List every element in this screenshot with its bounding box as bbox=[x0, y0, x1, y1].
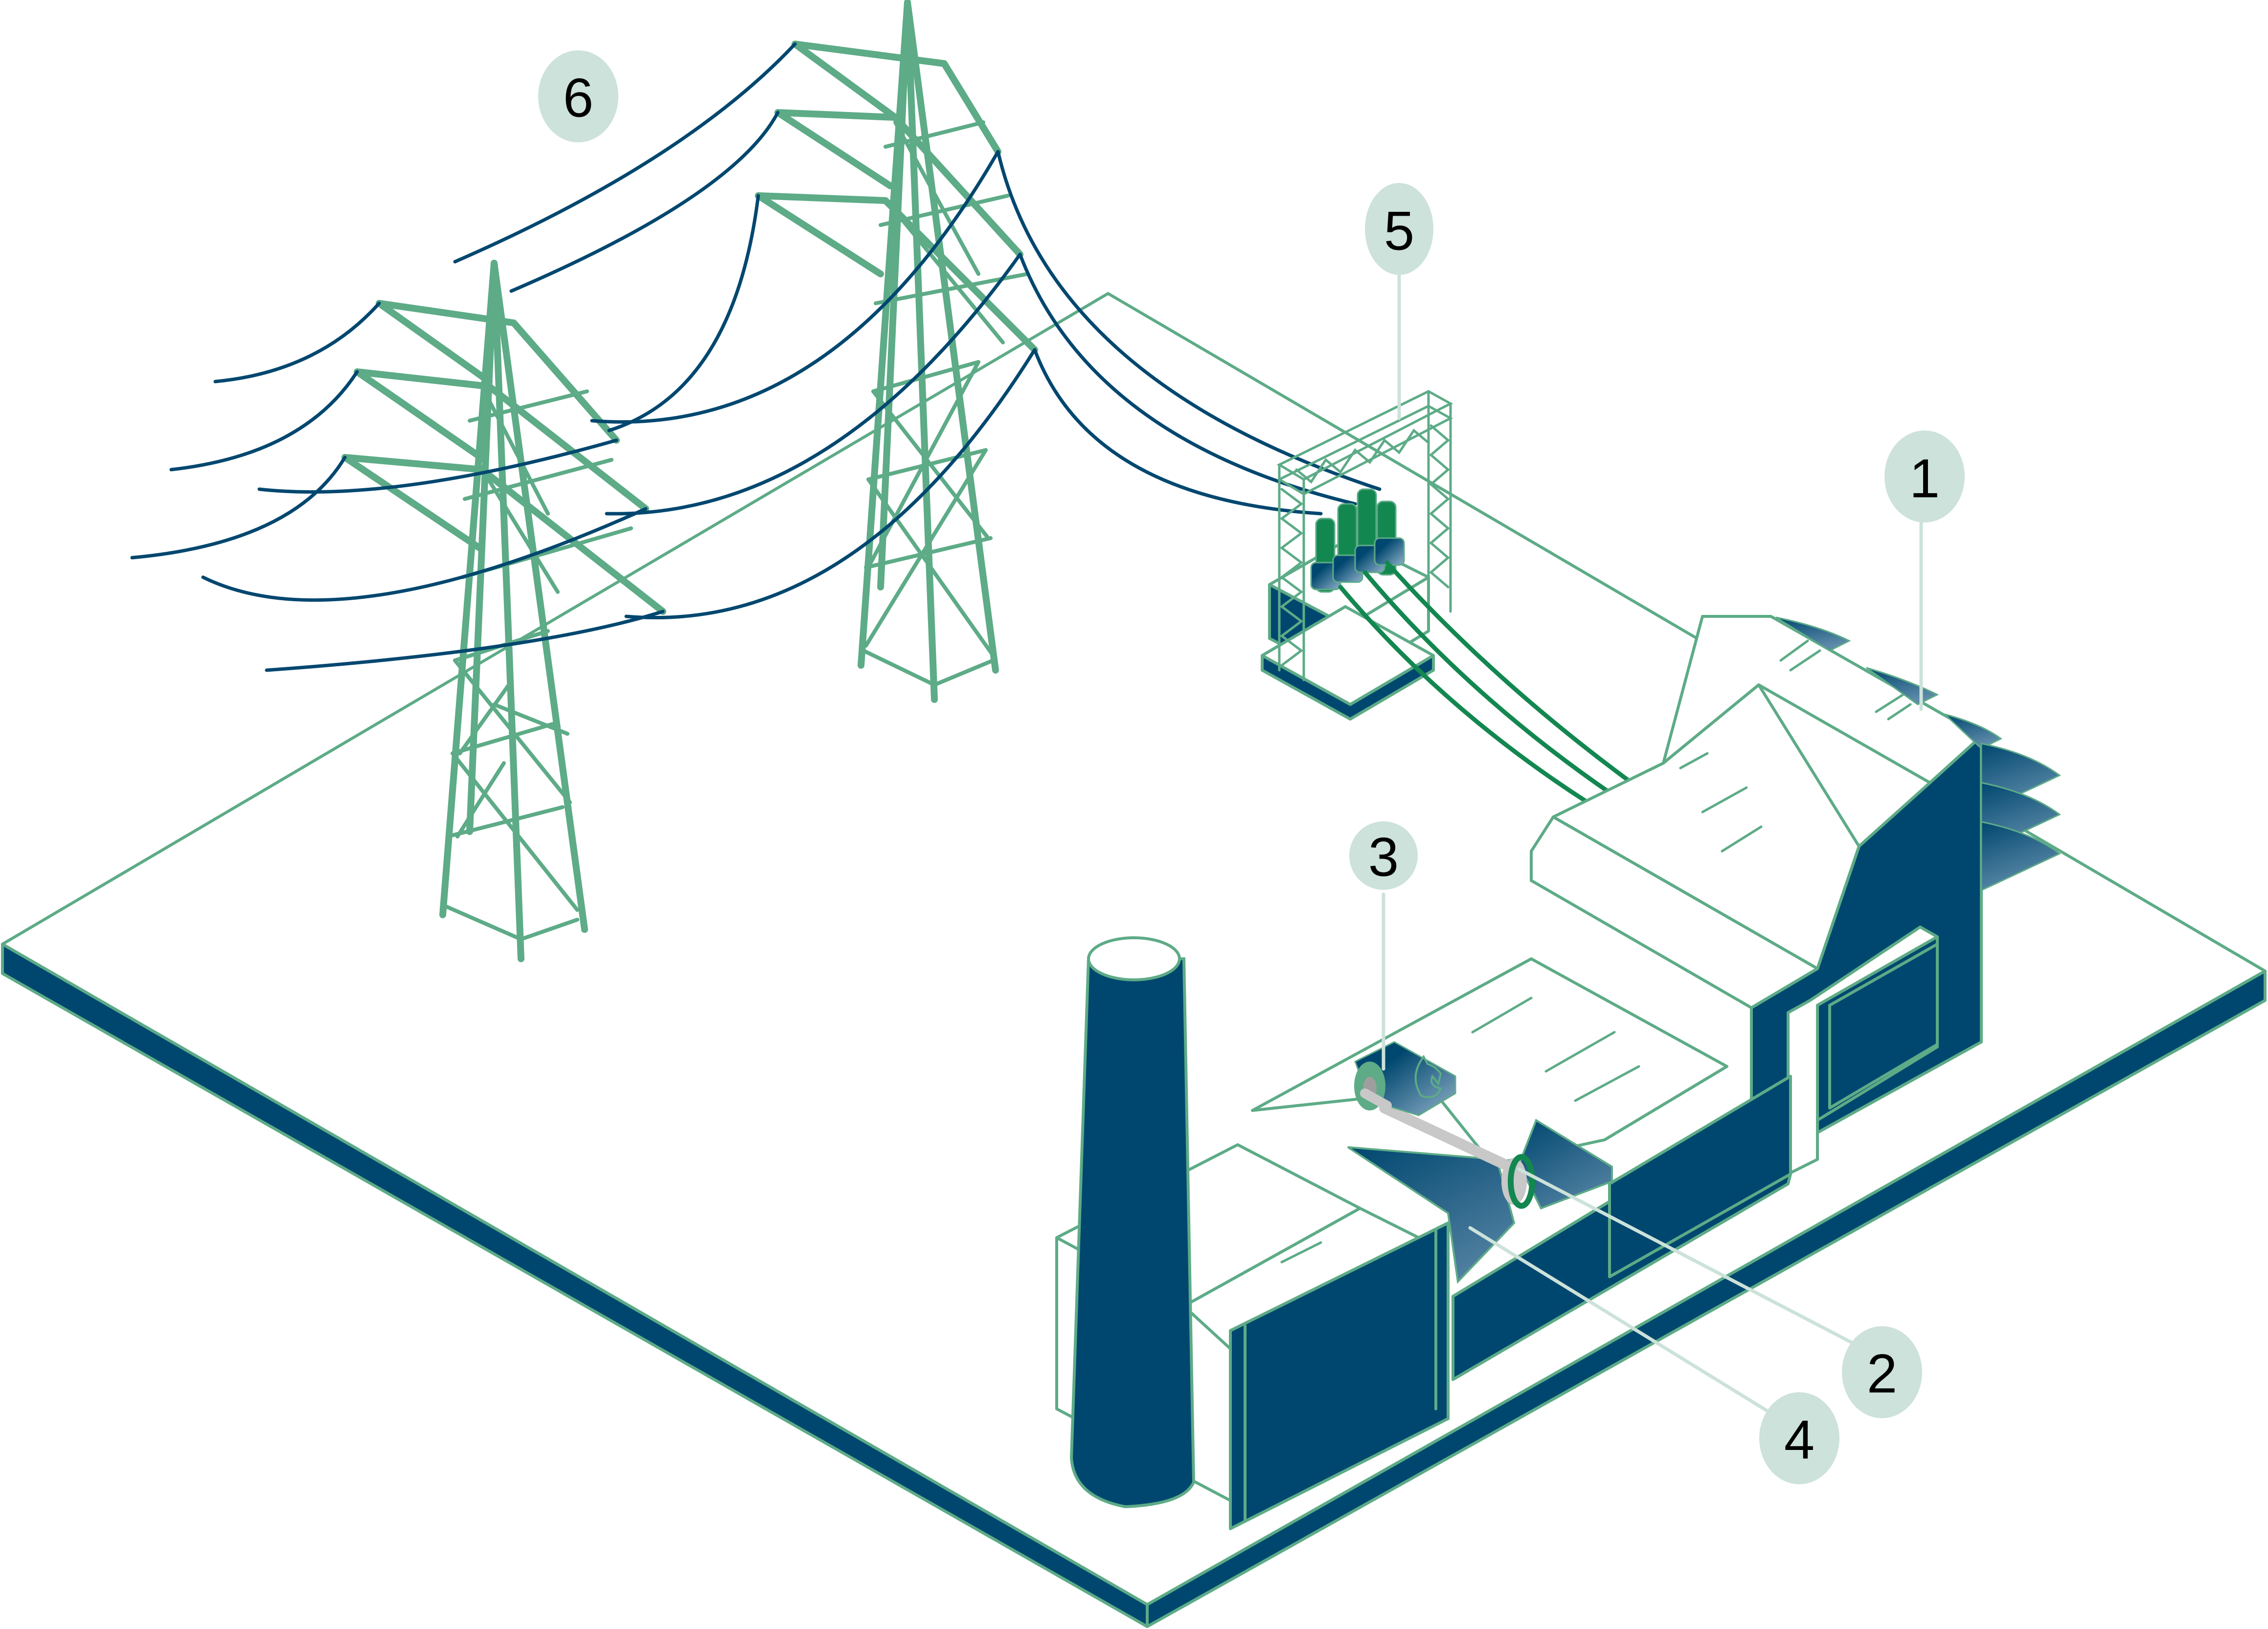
bushing-group bbox=[1310, 488, 1405, 593]
callout-1[interactable]: 1 bbox=[1884, 430, 1965, 522]
substation-gantry bbox=[1276, 390, 1453, 681]
callout-leaders bbox=[1382, 267, 1923, 1418]
callout-5[interactable]: 5 bbox=[1365, 183, 1433, 275]
callout-4[interactable]: 4 bbox=[1759, 1392, 1839, 1484]
callout-1-label: 1 bbox=[1909, 448, 1940, 509]
power-lines bbox=[130, 42, 1382, 672]
smokestack bbox=[1069, 936, 1196, 1509]
callout-3-label: 3 bbox=[1368, 827, 1399, 888]
callout-4-label: 4 bbox=[1784, 1409, 1814, 1471]
callout-6[interactable]: 6 bbox=[538, 50, 618, 142]
flame-icon bbox=[1414, 1055, 1442, 1098]
callout-3[interactable]: 3 bbox=[1349, 821, 1418, 890]
substation-transformer bbox=[1261, 390, 1634, 805]
callout-2-label: 2 bbox=[1867, 1343, 1897, 1404]
exhaust-fins bbox=[1775, 616, 2061, 892]
main-building bbox=[1251, 615, 2061, 1381]
combustor bbox=[1354, 1041, 1456, 1116]
callout-5-label: 5 bbox=[1384, 201, 1414, 262]
callout-6-label: 6 bbox=[563, 68, 593, 129]
transmission-tower-left bbox=[341, 260, 666, 962]
callout-2[interactable]: 2 bbox=[1842, 1326, 1922, 1418]
